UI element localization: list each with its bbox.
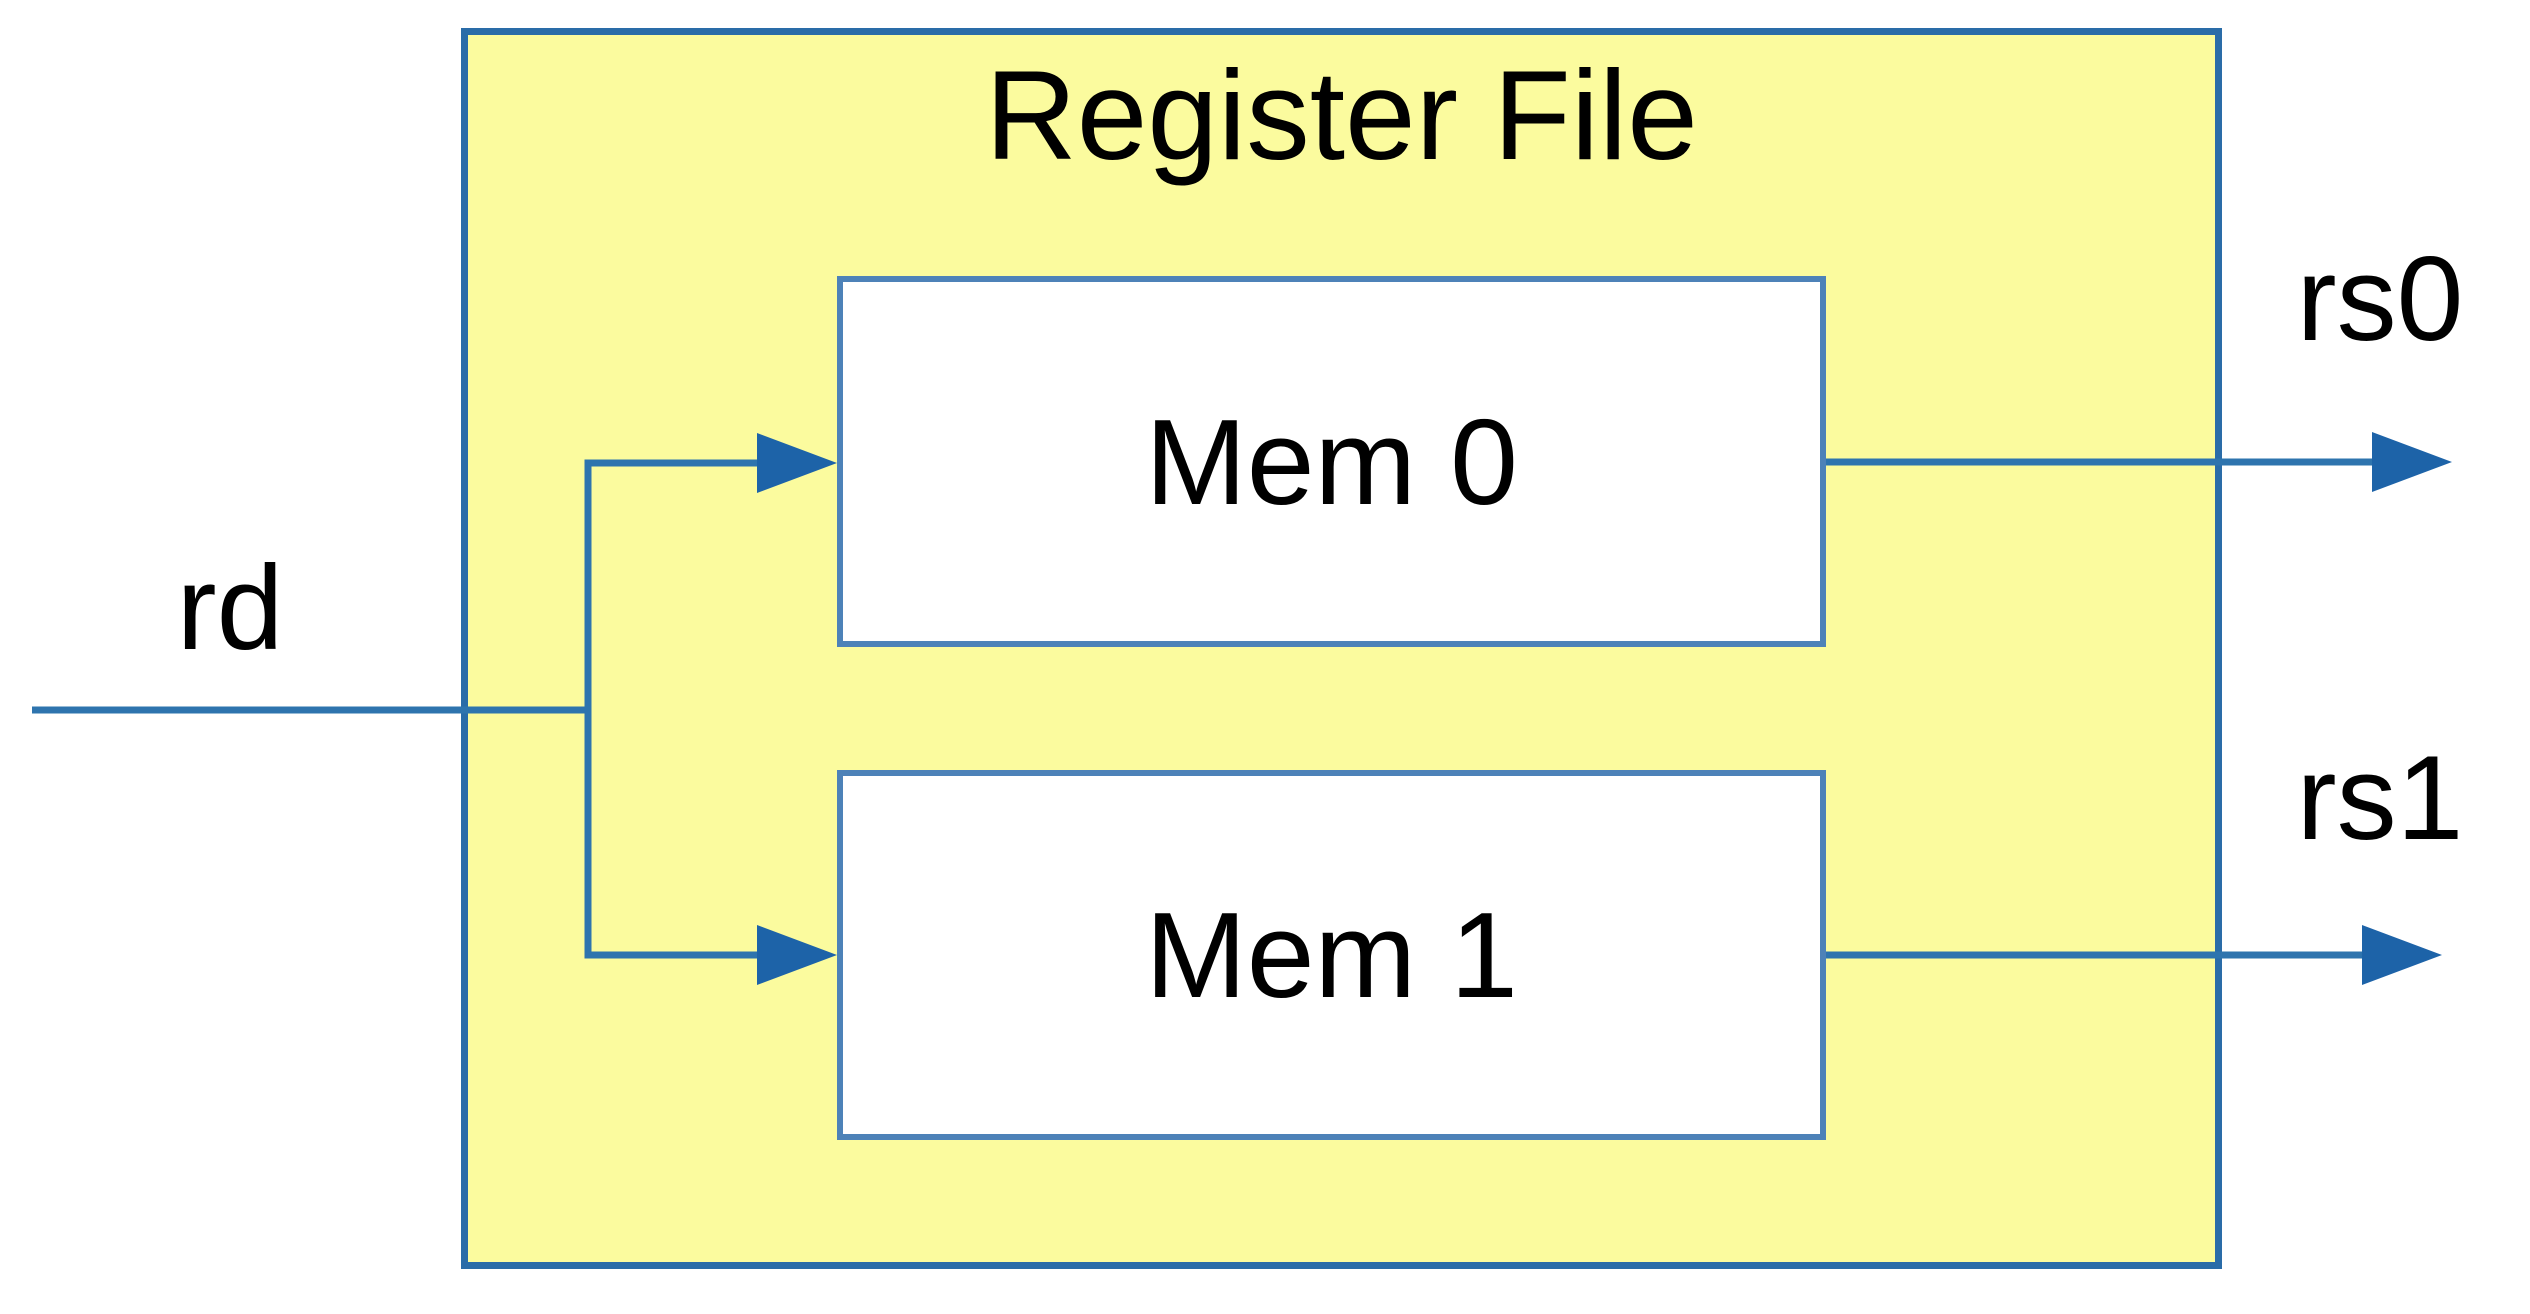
- rd-input-label: rd: [176, 541, 284, 675]
- mem1-label: Mem 1: [1145, 887, 1518, 1023]
- arrowhead-rs1-icon: [2362, 925, 2442, 985]
- rs1-output-label: rs1: [2296, 731, 2464, 865]
- mem0-box: Mem 0: [837, 276, 1826, 647]
- mem0-label: Mem 0: [1145, 393, 1518, 530]
- rs0-output-label: rs0: [2296, 232, 2464, 366]
- mem1-box: Mem 1: [837, 770, 1826, 1140]
- arrowhead-rs0-icon: [2372, 432, 2452, 492]
- register-file-title: Register File: [985, 44, 1698, 186]
